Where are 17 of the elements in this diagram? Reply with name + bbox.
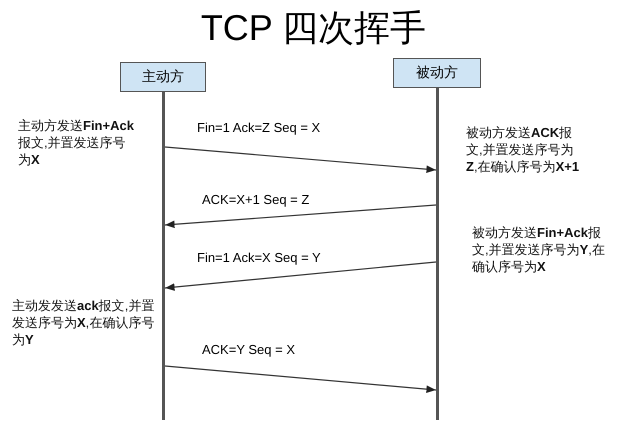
message-arrow bbox=[164, 146, 436, 174]
note-text: 主动发发送ack报文,并置发送序号为X,在确认序号为Y bbox=[12, 297, 156, 348]
participant-box: 主动方 bbox=[120, 62, 206, 92]
edge-label: Fin=1 Ack=X Seq = Y bbox=[195, 250, 323, 265]
message-arrow bbox=[164, 261, 436, 291]
message-arrow bbox=[164, 204, 436, 228]
note-text: 被动方发送ACK报文,并置发送序号为Z,在确认序号为X+1 bbox=[466, 124, 580, 175]
edge-label: Fin=1 Ack=Z Seq = X bbox=[195, 120, 322, 135]
edge-label: ACK=Y Seq = X bbox=[200, 342, 297, 357]
lifeline bbox=[436, 88, 439, 420]
message-arrow bbox=[164, 365, 436, 393]
lifeline bbox=[162, 92, 165, 420]
note-text: 主动方发送Fin+Ack报文,并置发送序号为X bbox=[18, 117, 135, 168]
note-text: 被动方发送Fin+Ack报文,并置发送序号为Y,在确认序号为X bbox=[472, 224, 606, 275]
edge-label: ACK=X+1 Seq = Z bbox=[200, 192, 312, 207]
participant-box: 被动方 bbox=[393, 58, 481, 88]
title: TCP 四次挥手 bbox=[200, 6, 428, 50]
